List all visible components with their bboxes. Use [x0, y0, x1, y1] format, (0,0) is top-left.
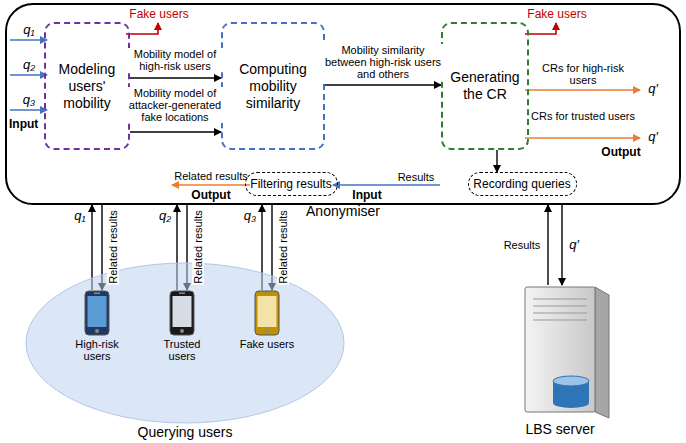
anonymiser-box: AnonymiserModeling users' mobilityComput… — [5, 3, 681, 205]
server-side — [595, 287, 609, 418]
related-output-arrow — [172, 184, 250, 186]
process-box: Modeling users' mobility — [44, 22, 130, 150]
node-label: Filtering results — [250, 177, 331, 191]
note-label: Input — [8, 118, 50, 131]
server-slot — [533, 320, 587, 321]
edge-label: Related results — [192, 209, 204, 284]
node-label: Querying users — [25, 425, 345, 440]
server-drawing — [495, 285, 625, 420]
note-label: Input — [346, 189, 388, 202]
server-slot — [533, 306, 587, 307]
results-input-arrow — [333, 184, 440, 186]
note-label: q₁ — [18, 23, 40, 37]
connector-arrow — [91, 205, 92, 290]
process-box: Computing mobility similarity — [221, 22, 325, 150]
node-label: Recording queries — [473, 177, 570, 191]
phone-drawing — [254, 290, 280, 336]
process-box: Generating the CR — [441, 22, 529, 150]
user-group-ellipse: Querying usersHigh-risk usersTrusted use… — [25, 262, 345, 424]
edge-label: q₂ — [158, 209, 172, 223]
phone-button — [265, 329, 269, 333]
filter-box: Filtering results — [245, 172, 338, 196]
phone-speaker — [264, 293, 270, 295]
phone-screen — [173, 296, 192, 327]
edge-label: Related results — [107, 209, 119, 284]
edge-label: Mobility model of attacker-generated fak… — [126, 87, 224, 123]
phone-body — [170, 291, 194, 335]
edge-label: q₃ — [243, 209, 257, 223]
edge-label: q₁ — [73, 209, 86, 223]
input-arrow — [10, 74, 47, 76]
phone-drawing — [84, 290, 110, 336]
edge-label: Mobility model of high-risk users — [126, 48, 224, 72]
edge-label: Mobility similarity between high-risk us… — [323, 44, 443, 80]
server-slot — [533, 299, 587, 300]
database-top — [553, 376, 589, 386]
note-label: Results — [392, 171, 440, 183]
connector-arrow — [561, 205, 562, 285]
note-label: Output — [598, 146, 644, 159]
ellipse-shape — [26, 263, 344, 423]
node-label: Generating the CR — [443, 69, 527, 103]
connector-arrow — [130, 77, 221, 78]
note-label: Fake users — [126, 8, 192, 21]
connector-arrow — [325, 84, 441, 85]
edge-label: q′ — [568, 238, 580, 252]
node-label: LBS server — [495, 421, 625, 437]
database-bottom — [553, 398, 589, 408]
output-arrow — [525, 137, 640, 139]
connector-arrow — [130, 131, 221, 132]
note-label: q′ — [642, 130, 664, 144]
edge-label: Related results — [277, 209, 289, 284]
phone-button — [95, 329, 99, 333]
note-label: Fake users — [524, 8, 590, 21]
node-label: High-risk users — [67, 338, 127, 362]
node-label: Trusted users — [152, 338, 212, 362]
note-label: CRs for trusted users — [528, 110, 638, 122]
phone-body — [255, 291, 279, 335]
note-label: q₃ — [18, 93, 40, 107]
server-tower — [525, 287, 595, 412]
note-label: CRs for high-risk users — [528, 62, 638, 86]
phone-drawing — [169, 290, 195, 336]
record-box: Recording queries — [468, 172, 577, 196]
edge-label: Results — [503, 239, 542, 251]
note-label: q₂ — [18, 58, 40, 72]
node-label: Modeling users' mobility — [46, 61, 128, 112]
fake-user-arrow — [126, 23, 158, 34]
phone-button — [180, 329, 184, 333]
phone-screen — [88, 296, 107, 327]
server-slot — [533, 313, 587, 314]
phone-icon: Fake users — [232, 290, 302, 350]
server-icon: LBS server — [495, 285, 625, 440]
fake-user-arrow — [525, 23, 556, 34]
output-arrow — [525, 89, 640, 91]
phone-speaker — [179, 293, 185, 295]
note-label: Output — [188, 189, 234, 202]
connector-arrow — [496, 150, 497, 172]
connector-arrow — [547, 205, 548, 285]
input-arrow — [10, 109, 47, 111]
node-label: Fake users — [237, 338, 297, 350]
note-label: q′ — [642, 82, 664, 96]
phone-body — [85, 291, 109, 335]
note-label: Related results — [168, 170, 254, 182]
phone-icon: High-risk users — [62, 290, 132, 362]
node-label: Computing mobility similarity — [223, 61, 323, 112]
phone-screen — [258, 296, 277, 327]
input-arrow — [10, 39, 47, 41]
phone-icon: Trusted users — [147, 290, 217, 362]
phone-speaker — [94, 293, 100, 295]
